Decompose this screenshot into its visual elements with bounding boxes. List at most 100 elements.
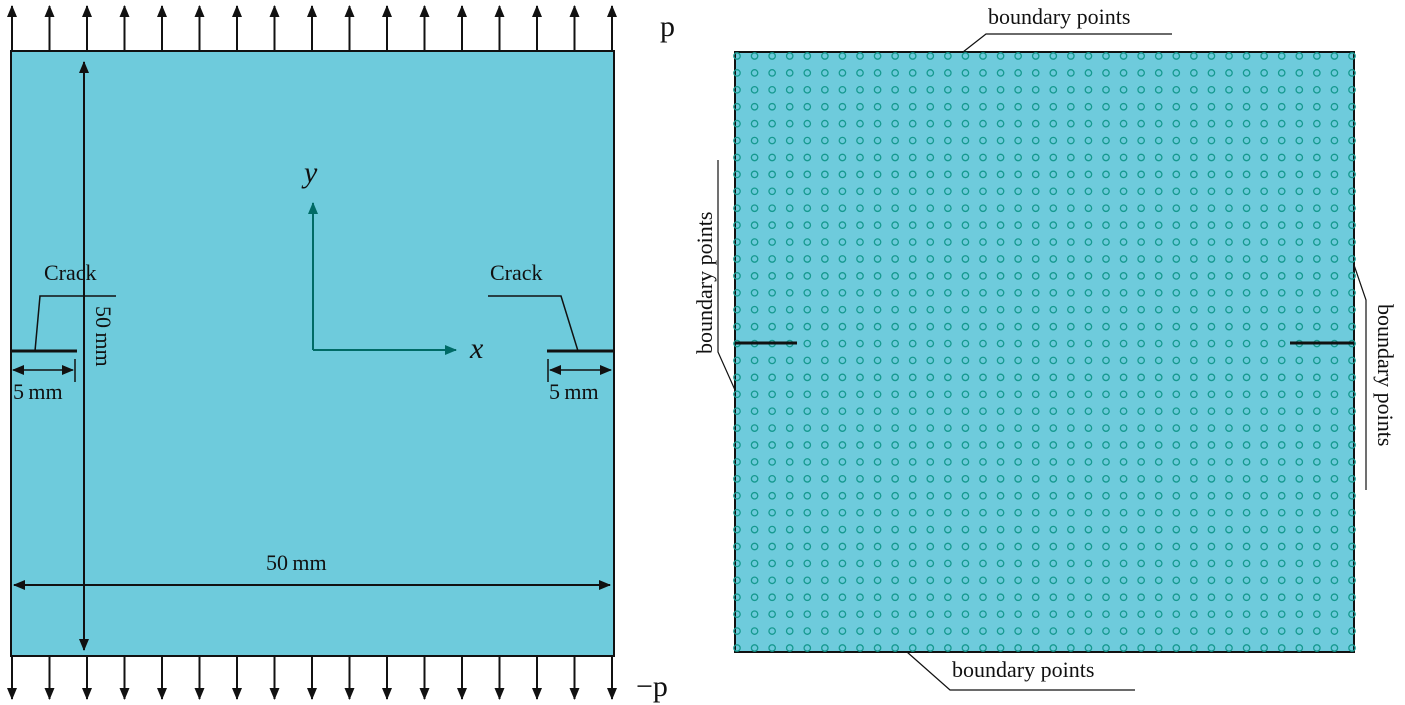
node-point — [1049, 119, 1058, 128]
node-point — [1084, 119, 1093, 128]
node-point — [996, 153, 1005, 162]
node-point — [856, 69, 864, 77]
node-point — [803, 85, 812, 94]
node-point — [908, 593, 917, 602]
node-point — [873, 339, 882, 348]
node-point — [750, 644, 759, 652]
node-point — [1295, 407, 1304, 416]
node-point — [944, 255, 952, 263]
node-point — [1242, 491, 1251, 500]
node-point — [1102, 221, 1110, 229]
node-point — [1348, 475, 1356, 483]
node-point — [1277, 576, 1286, 585]
node-point — [1277, 187, 1286, 196]
node-point — [838, 204, 847, 213]
node-point — [838, 593, 847, 602]
node-point — [979, 339, 987, 348]
node-point — [1031, 288, 1040, 297]
node-point — [908, 339, 917, 348]
node-point — [1084, 390, 1093, 399]
node-point — [733, 119, 741, 128]
node-point — [1313, 170, 1321, 179]
node-point — [1190, 576, 1198, 585]
node-point — [926, 576, 935, 585]
node-point — [856, 576, 864, 585]
node-point — [1207, 475, 1216, 483]
node-point — [944, 644, 952, 652]
node-point — [1348, 542, 1356, 551]
node-point — [1242, 52, 1251, 60]
node-point — [768, 424, 776, 432]
node-point — [1242, 170, 1251, 179]
node-point — [1225, 373, 1233, 382]
node-point — [1295, 458, 1304, 466]
node-point — [1067, 559, 1075, 568]
node-point — [1137, 542, 1145, 551]
node-point — [1330, 119, 1339, 128]
node-point — [1049, 542, 1058, 551]
node-point — [785, 475, 794, 483]
node-point — [1260, 69, 1268, 77]
node-point — [996, 458, 1005, 466]
node-point — [768, 627, 776, 635]
node-point — [996, 187, 1005, 196]
node-point — [1137, 272, 1145, 280]
node-point — [1242, 102, 1251, 111]
node-point — [1119, 255, 1128, 263]
node-point — [1190, 102, 1198, 111]
node-point — [1137, 85, 1145, 94]
node-point — [803, 322, 812, 331]
node-point — [1330, 305, 1339, 314]
node-point — [1313, 288, 1321, 297]
node-point — [1313, 255, 1321, 263]
node-point — [961, 170, 970, 179]
node-point — [1067, 170, 1075, 179]
node-point — [1119, 69, 1128, 77]
node-point — [979, 69, 987, 77]
tension-arrows-top — [6, 5, 617, 51]
node-point — [961, 288, 970, 297]
node-point — [1242, 356, 1251, 365]
node-point — [838, 136, 847, 145]
node-point — [1137, 204, 1145, 213]
node-point — [1102, 102, 1110, 111]
node-point — [908, 542, 917, 551]
node-point — [1348, 85, 1356, 94]
node-point — [785, 85, 794, 94]
node-point — [873, 441, 882, 449]
node-point — [1031, 102, 1040, 111]
node-point — [838, 69, 847, 77]
node-point — [838, 458, 847, 466]
node-point — [1190, 52, 1198, 60]
node-point — [1190, 356, 1198, 365]
node-point — [908, 322, 917, 331]
node-point — [1207, 390, 1216, 399]
node-point — [1137, 491, 1145, 500]
node-point — [821, 525, 829, 534]
node-point — [1172, 52, 1181, 60]
node-point — [1049, 288, 1058, 297]
node-point — [1330, 170, 1339, 179]
node-point — [1225, 508, 1233, 517]
node-point — [1313, 221, 1321, 229]
node-point — [979, 255, 987, 263]
node-point — [838, 272, 847, 280]
node-point — [1031, 255, 1040, 263]
node-point — [1102, 272, 1110, 280]
node-point — [979, 119, 987, 128]
node-point — [873, 356, 882, 365]
node-point — [1295, 288, 1304, 297]
node-point — [856, 136, 864, 145]
node-point — [1014, 610, 1022, 619]
node-point — [1313, 525, 1321, 534]
node-point — [1014, 322, 1022, 331]
node-point — [1207, 204, 1216, 213]
node-point — [785, 390, 794, 399]
node-point — [1277, 153, 1286, 162]
node-point — [1207, 69, 1216, 77]
node-point — [1031, 170, 1040, 179]
node-point — [1242, 559, 1251, 568]
node-point — [1049, 610, 1058, 619]
node-point — [1154, 187, 1163, 196]
node-point — [1330, 407, 1339, 416]
